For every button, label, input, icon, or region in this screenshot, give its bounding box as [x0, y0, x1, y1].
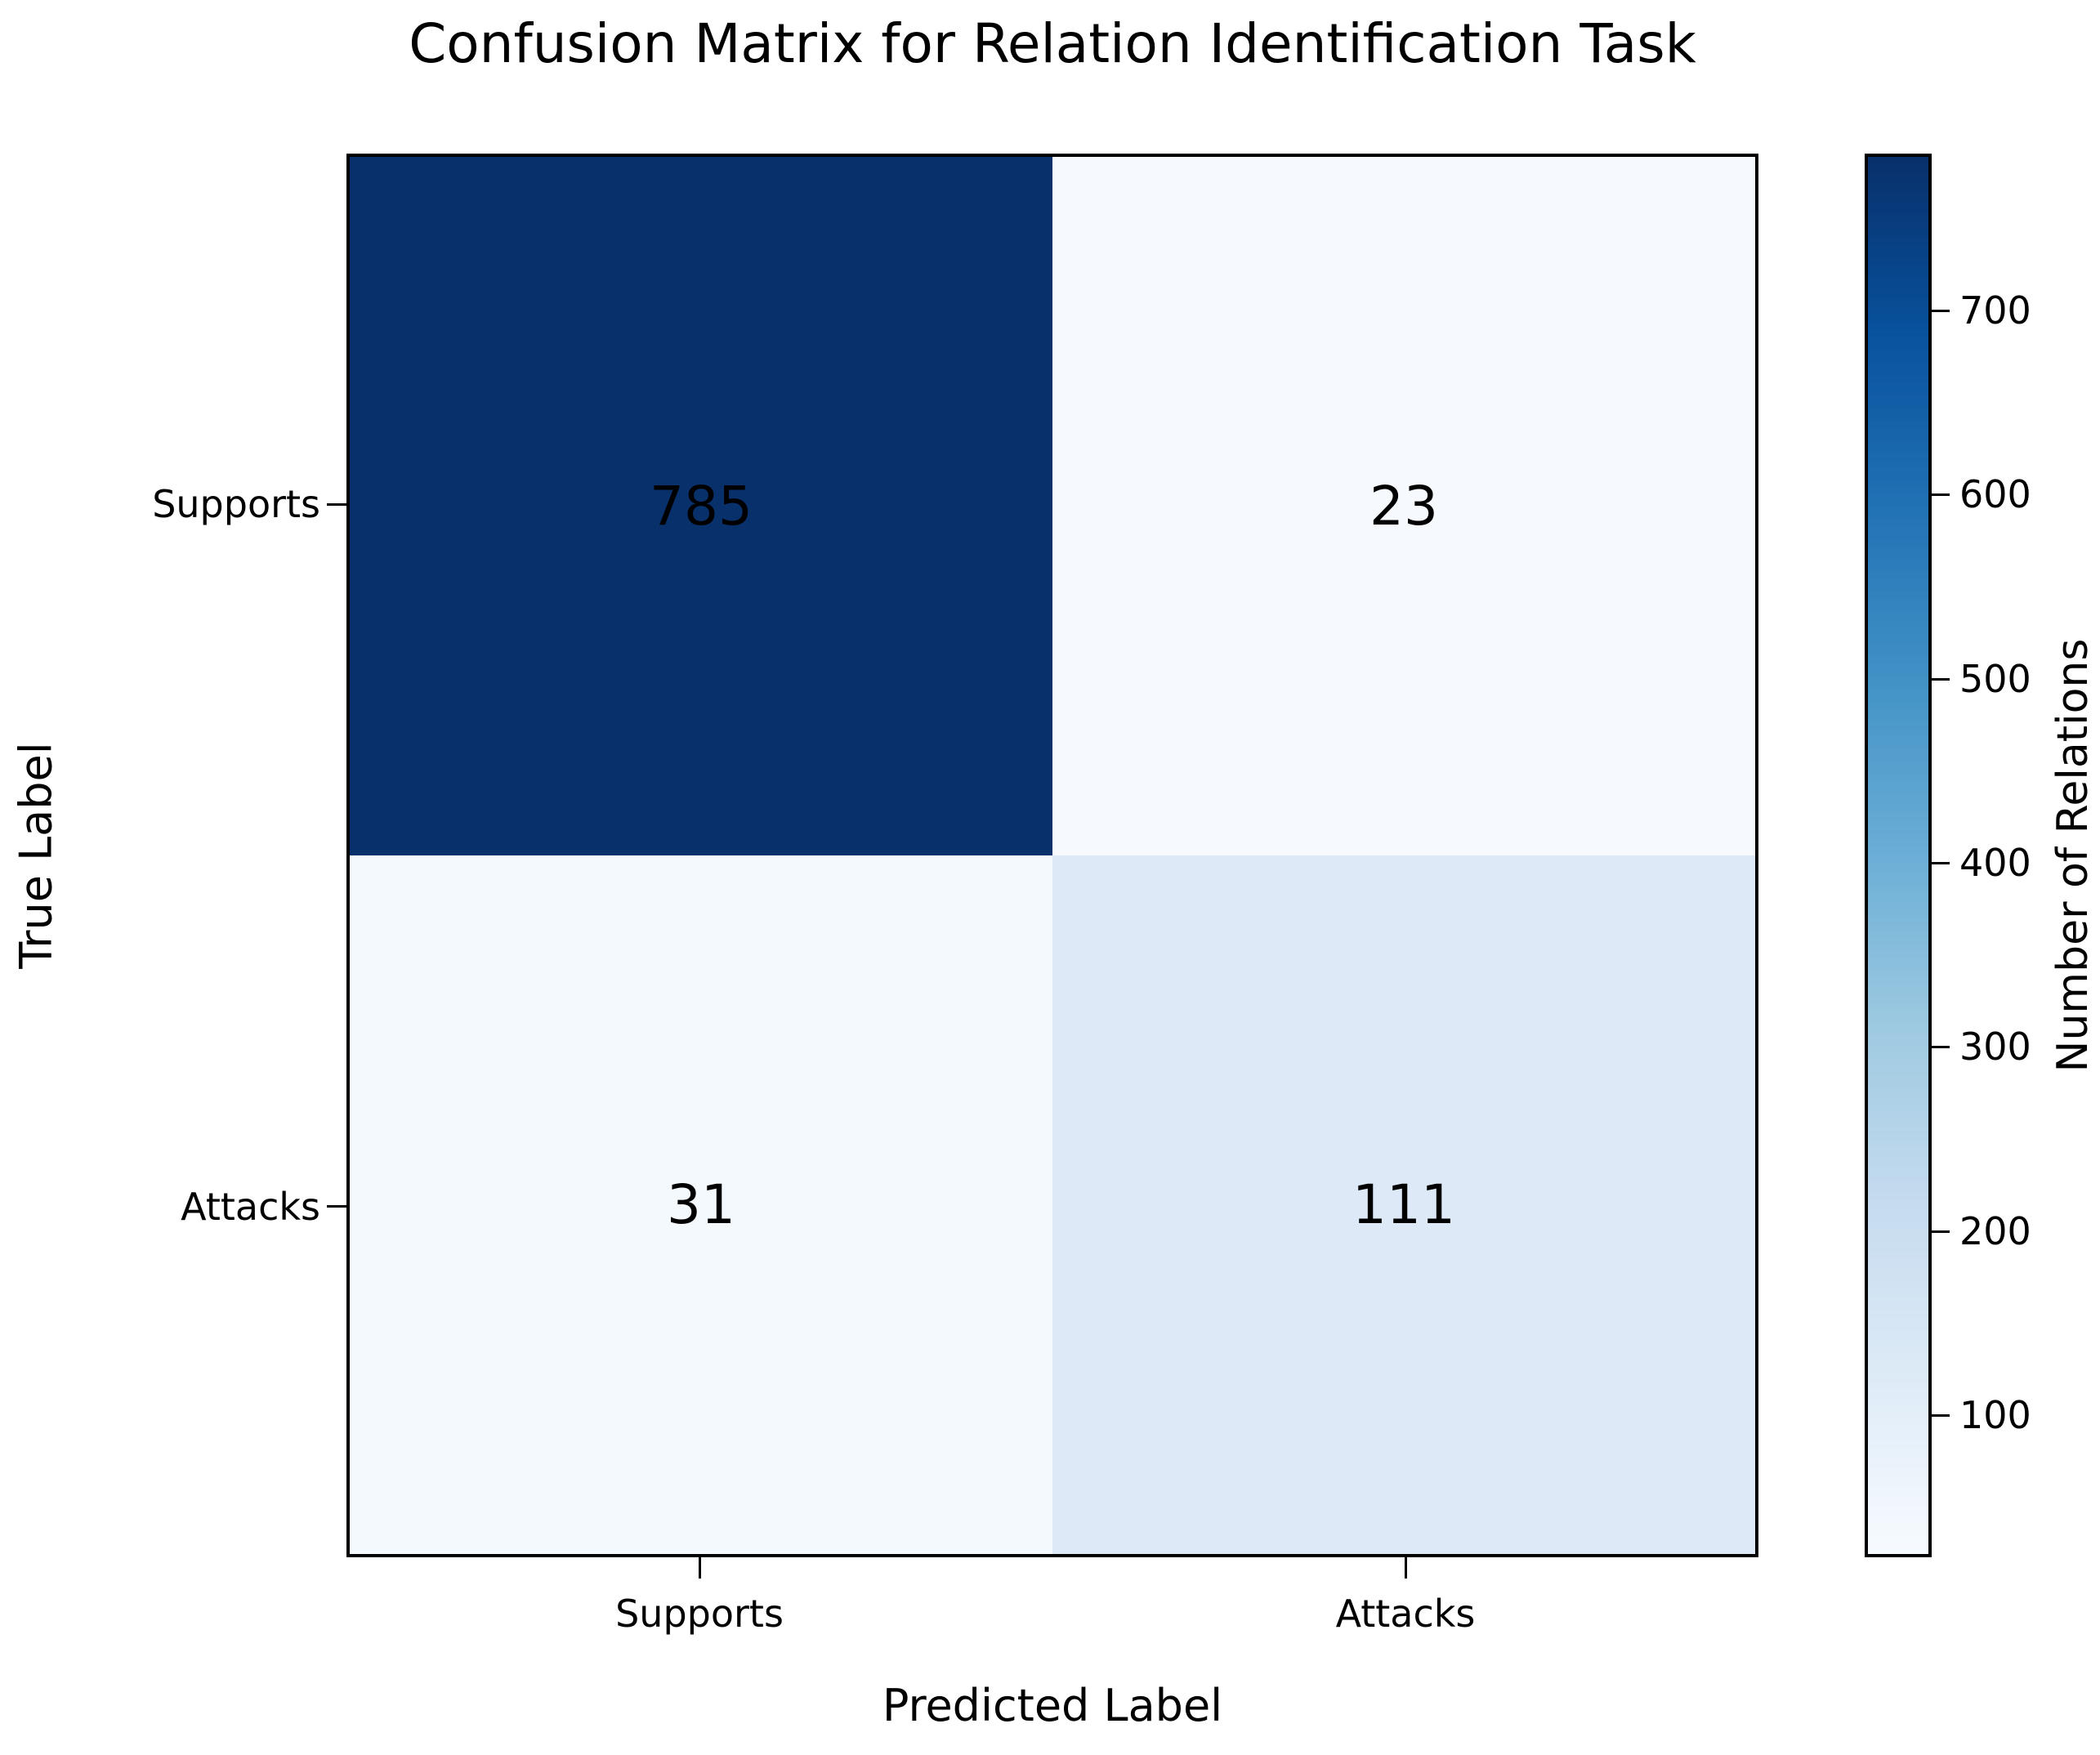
y-tick-mark-supports [327, 503, 346, 506]
colorbar-tick-label-100: 100 [1959, 1393, 2031, 1437]
x-tick-mark-attacks [1405, 1557, 1407, 1579]
x-tick-label-supports: Supports [615, 1592, 784, 1636]
colorbar-tick-label-500: 500 [1959, 657, 2031, 701]
confusion-matrix-heatmap: 785 23 31 111 [346, 154, 1758, 1557]
colorbar-tick-mark-700 [1930, 310, 1950, 312]
colorbar-tick-label-200: 200 [1959, 1209, 2031, 1253]
colorbar-tick-label-300: 300 [1959, 1025, 2031, 1069]
matrix-cell-true-attacks-pred-supports: 31 [350, 855, 1052, 1554]
x-axis-label: Predicted Label [882, 1680, 1223, 1731]
colorbar-tick-label-400: 400 [1959, 841, 2031, 885]
y-tick-mark-attacks [327, 1205, 346, 1208]
colorbar-gradient [1865, 154, 1932, 1557]
chart-title: Confusion Matrix for Relation Identifica… [409, 12, 1696, 75]
x-tick-mark-supports [699, 1557, 701, 1579]
colorbar-tick-mark-200 [1930, 1230, 1950, 1233]
colorbar-tick-mark-500 [1930, 678, 1950, 681]
x-tick-label-attacks: Attacks [1335, 1592, 1476, 1636]
colorbar-tick-label-700: 700 [1959, 288, 2031, 333]
matrix-cell-true-supports-pred-supports: 785 [350, 157, 1052, 855]
colorbar-tick-mark-100 [1930, 1414, 1950, 1417]
matrix-cell-true-supports-pred-attacks: 23 [1052, 157, 1755, 855]
colorbar-label: Number of Relations [2049, 638, 2098, 1073]
y-tick-label-supports: Supports [152, 482, 320, 526]
colorbar-tick-label-600: 600 [1959, 472, 2031, 516]
matrix-cell-true-attacks-pred-attacks: 111 [1052, 855, 1755, 1554]
colorbar-tick-mark-300 [1930, 1046, 1950, 1048]
colorbar-tick-mark-600 [1930, 493, 1950, 496]
colorbar-tick-mark-400 [1930, 862, 1950, 864]
y-tick-label-attacks: Attacks [181, 1185, 320, 1229]
y-axis-label: True Label [10, 742, 62, 969]
